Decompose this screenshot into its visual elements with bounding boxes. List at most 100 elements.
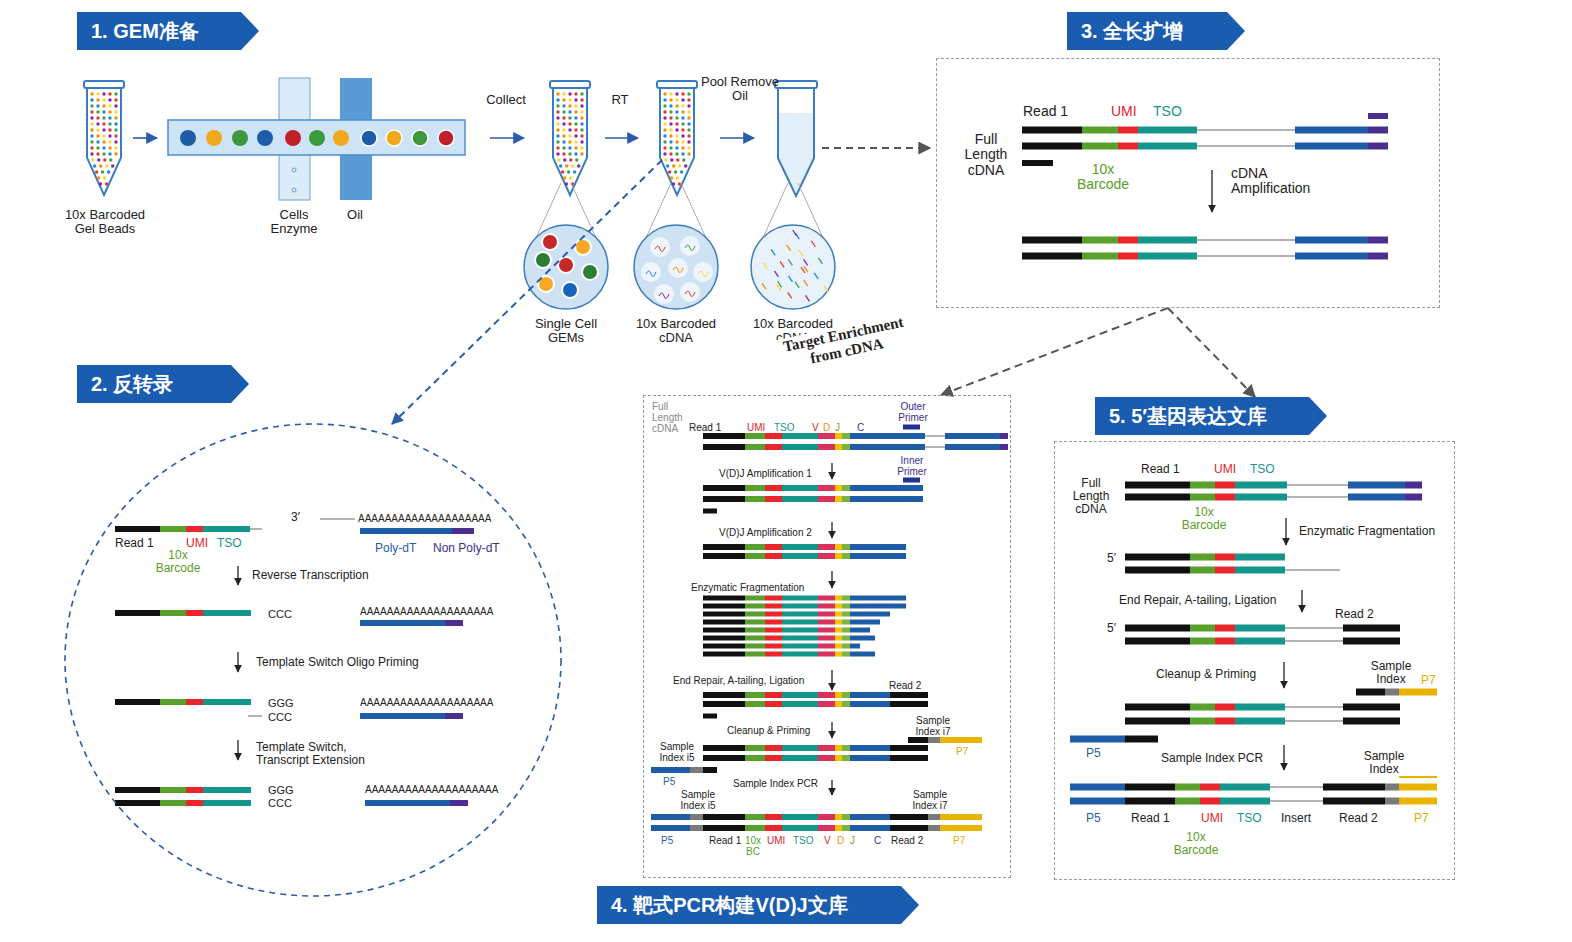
strand-segment <box>1215 494 1235 501</box>
text-label: Sample Index PCR <box>1161 752 1263 765</box>
bead-dot <box>574 104 577 107</box>
strand-segment <box>835 652 842 657</box>
text-label: Read 2 <box>1339 812 1378 825</box>
bead-dot <box>114 104 117 107</box>
strand-segment <box>1220 784 1270 791</box>
bead-dot <box>562 92 565 95</box>
gem-droplet <box>558 257 574 273</box>
strand-segment <box>1295 143 1368 150</box>
strand-segment <box>782 825 818 831</box>
strand-segment <box>850 652 875 657</box>
text-label: Sample Index <box>1366 660 1416 686</box>
cdna-fragment <box>804 266 808 272</box>
cdna-fragment <box>771 249 775 255</box>
step-arrow <box>831 463 832 479</box>
text-label: Enzymatic Fragmentation <box>1299 525 1435 538</box>
strand-segment <box>850 496 923 502</box>
bead-dot <box>681 92 684 95</box>
caption-label: Cells Enzyme <box>269 208 319 237</box>
strand-segment <box>1125 704 1190 711</box>
strand-segment <box>782 620 818 625</box>
cdna-squiggle <box>659 293 669 299</box>
text-label: TSO <box>1237 812 1262 825</box>
text-label: 10x Barcode <box>1174 506 1234 532</box>
strand-segment <box>835 496 842 502</box>
strand-line <box>1287 484 1348 486</box>
strand-segment <box>1215 482 1235 489</box>
text-label: Inner Primer <box>892 455 932 477</box>
zoom-circle <box>524 225 608 309</box>
bead-dot <box>669 146 672 149</box>
bead-dot <box>562 116 565 119</box>
text-label: End Repair, A-tailing, Ligation <box>1119 594 1276 607</box>
bead-dot <box>580 134 583 137</box>
strand-segment <box>842 433 850 439</box>
strand-segment <box>765 636 782 641</box>
strand-line <box>1197 145 1295 147</box>
bead-dot <box>675 140 678 143</box>
strand-segment <box>160 610 186 616</box>
strand-segment <box>1295 237 1368 244</box>
step-arrow <box>1283 662 1284 688</box>
bead-dot <box>562 140 565 143</box>
banner-arrow <box>77 365 249 403</box>
strand-segment <box>1070 736 1125 743</box>
strand-segment <box>765 652 782 657</box>
gem-droplet <box>535 252 551 268</box>
strand-segment <box>186 787 203 793</box>
strand-segment <box>842 745 850 751</box>
bead-dot <box>99 182 102 185</box>
bead-dot <box>102 110 105 113</box>
text-label: 5′ <box>1107 622 1116 635</box>
bead-dot <box>669 140 672 143</box>
bead-dot <box>675 146 678 149</box>
strand-segment <box>703 652 745 657</box>
bead-dot <box>114 110 117 113</box>
bead-dot <box>102 140 105 143</box>
bead-dot <box>681 152 684 155</box>
bead-dot <box>90 122 93 125</box>
strand-segment <box>745 612 765 617</box>
text-label: Non Poly-dT <box>433 542 500 555</box>
strand-segment <box>115 699 160 705</box>
strand-segment <box>745 544 765 550</box>
emulsion-droplet <box>641 262 661 282</box>
banner-arrow <box>597 886 919 924</box>
text-label: P7 <box>953 835 965 846</box>
bead-dot <box>568 92 571 95</box>
droplet <box>206 130 222 146</box>
strand-segment <box>928 814 940 820</box>
bead-dot <box>96 140 99 143</box>
strand-segment <box>1323 798 1385 805</box>
bead-dot <box>574 116 577 119</box>
banner-arrow <box>1067 12 1245 50</box>
bead-dot <box>675 128 678 131</box>
bead-dot <box>108 116 111 119</box>
strand-segment <box>1200 784 1220 791</box>
strand-segment <box>1399 784 1437 791</box>
bead-dot <box>96 92 99 95</box>
text-label: D <box>823 422 830 433</box>
strand-segment <box>765 444 782 450</box>
bead-dot <box>687 116 690 119</box>
text-label: P7 <box>956 746 968 757</box>
bead-dot <box>105 182 108 185</box>
strand-segment <box>115 526 160 532</box>
bead-dot <box>580 146 583 149</box>
text-label: P7 <box>1421 674 1436 687</box>
cdna-fragment <box>763 263 767 269</box>
strand-segment <box>745 596 765 601</box>
strand-segment <box>186 699 203 705</box>
bead-dot <box>574 92 577 95</box>
text-label: Sample Index i5 <box>673 789 723 811</box>
strand-segment <box>765 553 782 559</box>
strand-segment <box>1125 784 1175 791</box>
step-arrow <box>831 571 832 588</box>
bead-dot <box>680 170 683 173</box>
strand-segment <box>890 745 928 751</box>
strand-segment <box>1235 704 1285 711</box>
text-label: Full Length cDNA <box>955 132 1017 178</box>
droplet <box>412 130 428 146</box>
text-label: cDNA Amplification <box>1231 166 1331 197</box>
step-banner: 1. GEM准备 <box>77 12 259 50</box>
